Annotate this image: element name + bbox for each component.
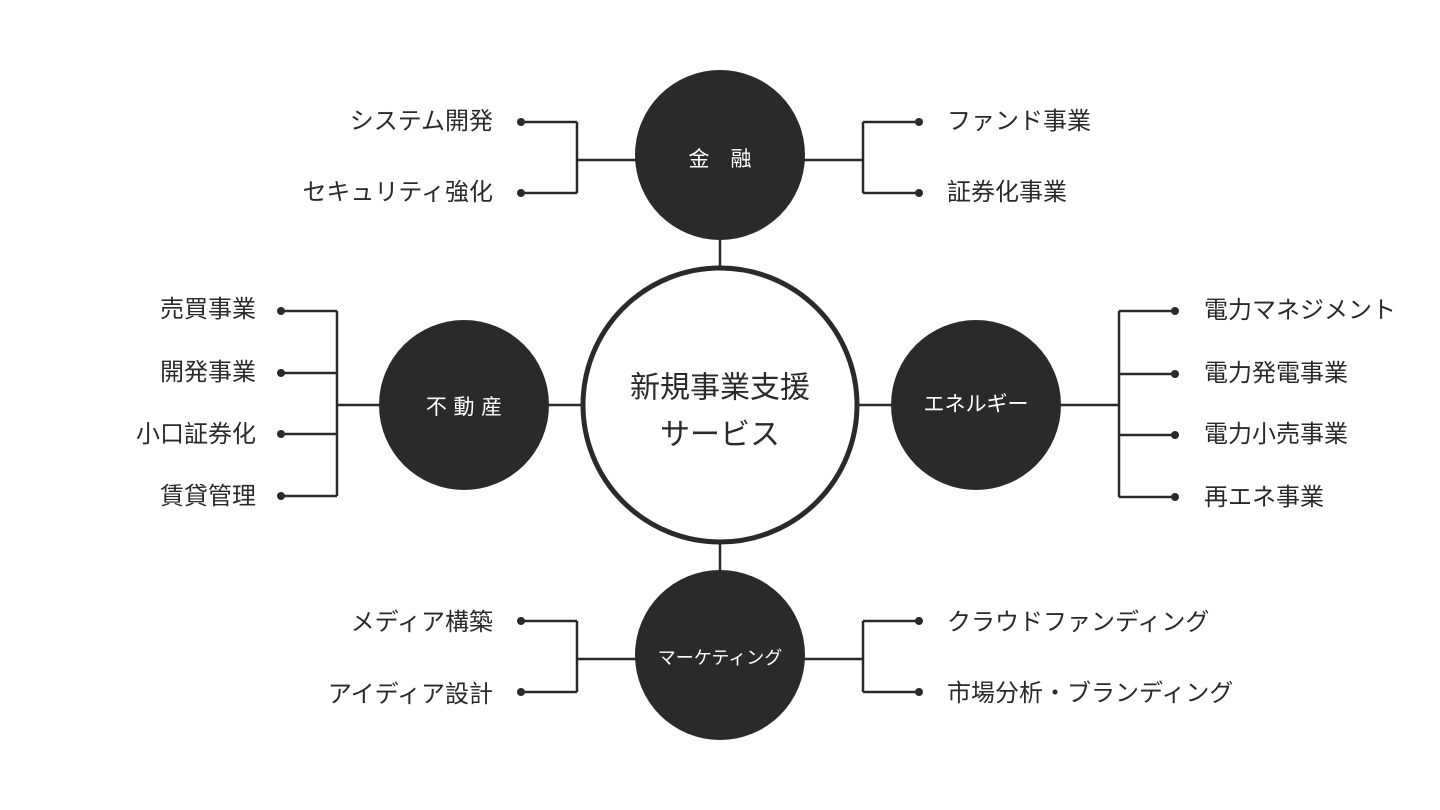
real-estate-label: 不 動 産 [426, 395, 502, 419]
finance-label: 金 融 [689, 147, 752, 171]
real-estate-item-label: 開発事業 [160, 358, 256, 386]
hub-title-line1: 新規事業支援 [630, 371, 810, 406]
hub-connectors [548, 240, 892, 570]
real-estate-item-label: 小口証券化 [136, 420, 256, 448]
real-estate-branches [277, 307, 380, 500]
marketing-item-label: メディア構築 [351, 608, 493, 636]
energy-label: エネルギー [924, 392, 1029, 416]
finance-branches [517, 118, 923, 197]
marketing-item-label: アイディア設計 [328, 680, 493, 708]
finance-circle [635, 70, 805, 240]
hub-node: 新規事業支援 サービス [580, 265, 860, 545]
energy-dot [1171, 370, 1179, 378]
marketing-left-dot [517, 617, 525, 625]
energy-item-label: 電力発電事業 [1204, 359, 1348, 387]
finance-left-dot [517, 118, 525, 126]
real-estate-circle [379, 320, 549, 490]
energy-dot [1171, 431, 1179, 439]
finance-item-label: ファンド事業 [947, 107, 1091, 135]
energy-item-label: 電力マネジメント [1204, 296, 1396, 324]
marketing-label: マーケティング [658, 648, 783, 669]
energy-branches [1060, 307, 1179, 501]
marketing-right-dot [915, 617, 923, 625]
real-estate-dot [277, 369, 285, 377]
marketing-node: マーケティング [635, 570, 805, 740]
real-estate-node: 不 動 産 [379, 320, 549, 490]
energy-item-label: 電力小売事業 [1204, 420, 1348, 448]
finance-right-dot [915, 118, 923, 126]
hub-title-line2: サービス [660, 418, 780, 453]
marketing-right-dot [915, 688, 923, 696]
real-estate-item-label: 売買事業 [160, 295, 256, 323]
real-estate-dot [277, 430, 285, 438]
marketing-item-label: 市場分析・ブランディング [947, 679, 1233, 707]
finance-item-label: 証券化事業 [947, 178, 1067, 206]
energy-dot [1171, 493, 1179, 501]
finance-item-label: システム開発 [350, 107, 493, 135]
real-estate-dot [277, 492, 285, 500]
real-estate-dot [277, 307, 285, 315]
finance-node: 金 融 [635, 70, 805, 240]
hub-circle [580, 265, 860, 545]
marketing-branches [517, 617, 923, 696]
energy-item-label: 再エネ事業 [1204, 483, 1324, 511]
finance-item-label: セキュリティ強化 [302, 178, 493, 206]
real-estate-item-label: 賃貸管理 [160, 482, 256, 510]
energy-circle [891, 320, 1061, 490]
marketing-circle [635, 570, 805, 740]
marketing-item-label: クラウドファンディング [947, 608, 1209, 636]
finance-right-dot [915, 189, 923, 197]
energy-node: エネルギー [891, 320, 1061, 490]
energy-dot [1171, 307, 1179, 315]
marketing-left-dot [517, 688, 525, 696]
finance-left-dot [517, 189, 525, 197]
